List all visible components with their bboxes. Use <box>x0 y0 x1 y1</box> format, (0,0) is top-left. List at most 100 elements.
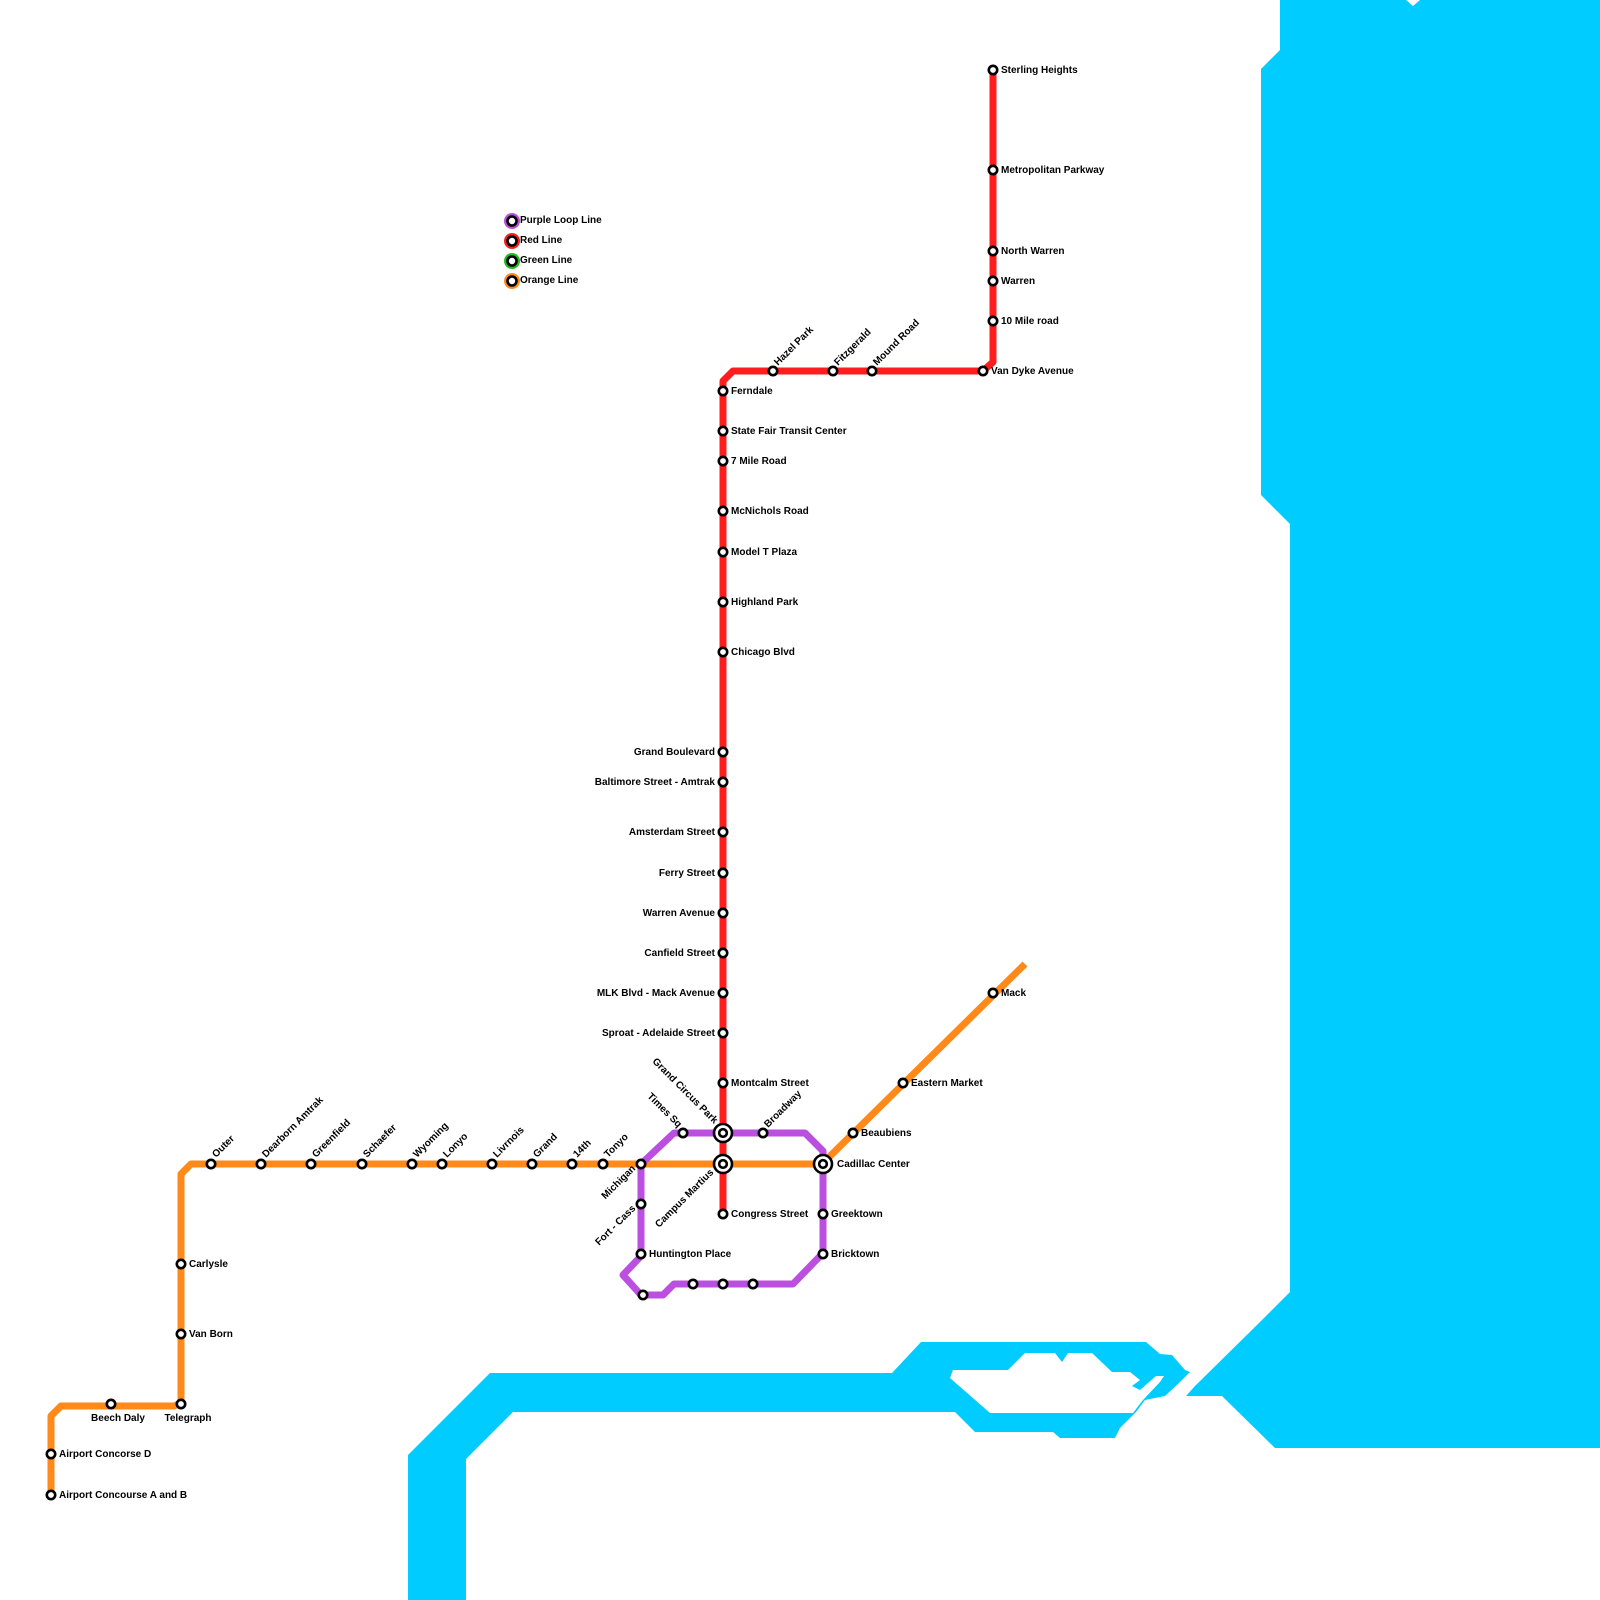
station-wyoming[interactable] <box>406 1158 418 1170</box>
legend-item-red: Red Line <box>504 233 563 249</box>
station-outer[interactable] <box>205 1158 217 1170</box>
interchange-cadillac-center[interactable] <box>812 1153 834 1175</box>
label-eastern-market: Eastern Market <box>911 1078 983 1089</box>
label-chicago-blvd: Chicago Blvd <box>731 647 795 658</box>
station-airport-concorse-d[interactable] <box>45 1448 57 1460</box>
station-beaubiens[interactable] <box>847 1127 859 1139</box>
station-michigan[interactable] <box>635 1158 647 1170</box>
station-broadway[interactable] <box>757 1127 769 1139</box>
label-sproat: Sproat - Adelaide Street <box>602 1028 716 1039</box>
label-ferry-street: Ferry Street <box>659 868 716 879</box>
station-metropolitan-parkway[interactable] <box>987 164 999 176</box>
label-fitzgerald: Fitzgerald <box>832 327 873 368</box>
station-warren-avenue[interactable] <box>717 907 729 919</box>
station-beech-daly[interactable] <box>105 1398 117 1410</box>
label-7-mile-road: 7 Mile Road <box>731 456 787 467</box>
station-highland-park[interactable] <box>717 596 729 608</box>
station-livrnois[interactable] <box>486 1158 498 1170</box>
station-loop-south-1[interactable] <box>747 1278 759 1290</box>
interchange-campus-martius[interactable] <box>712 1153 734 1175</box>
station-times-sq[interactable] <box>677 1127 689 1139</box>
red-line-route[interactable] <box>719 70 997 1215</box>
label-mcnichols-road: McNichols Road <box>731 506 809 517</box>
station-loop-south-2[interactable] <box>717 1278 729 1290</box>
legend-label: Purple Loop Line <box>520 215 602 226</box>
label-14th: 14th <box>571 1138 593 1160</box>
label-grand-circus-park: Grand Circus Park <box>650 1056 720 1126</box>
station-van-dyke-avenue[interactable] <box>977 365 989 377</box>
label-ferndale: Ferndale <box>731 386 773 397</box>
station-schaefer[interactable] <box>356 1158 368 1170</box>
station-north-warren[interactable] <box>987 245 999 257</box>
label-tonyo: Tonyo <box>602 1132 630 1160</box>
station-mound-road[interactable] <box>866 365 878 377</box>
label-warren-avenue: Warren Avenue <box>643 908 716 919</box>
label-van-born: Van Born <box>189 1329 233 1340</box>
station-van-born[interactable] <box>175 1328 187 1340</box>
station-model-t-plaza[interactable] <box>717 546 729 558</box>
station-carlysle[interactable] <box>175 1258 187 1270</box>
station-dearborn-amtrak[interactable] <box>255 1158 267 1170</box>
station-amsterdam-street[interactable] <box>717 826 729 838</box>
label-model-t-plaza: Model T Plaza <box>731 547 798 558</box>
legend-item-orange: Orange Line <box>504 273 579 289</box>
station-state-fair[interactable] <box>717 425 729 437</box>
purple-loop-route[interactable] <box>619 1129 827 1299</box>
label-state-fair: State Fair Transit Center <box>731 426 847 437</box>
label-van-dyke-avenue: Van Dyke Avenue <box>991 366 1074 377</box>
station-10-mile-road[interactable] <box>987 315 999 327</box>
label-bricktown: Bricktown <box>831 1249 879 1260</box>
legend-label: Orange Line <box>520 275 579 286</box>
station-telegraph[interactable] <box>175 1398 187 1410</box>
station-canfield-street[interactable] <box>717 947 729 959</box>
station-loop-south-3[interactable] <box>687 1278 699 1290</box>
station-tonyo[interactable] <box>597 1158 609 1170</box>
station-ferndale[interactable] <box>717 385 729 397</box>
station-grand-boulevard[interactable] <box>717 746 729 758</box>
station-loop-southwest[interactable] <box>637 1289 649 1301</box>
station-warren[interactable] <box>987 275 999 287</box>
river-island <box>950 1353 1164 1413</box>
station-mlk-blvd[interactable] <box>717 987 729 999</box>
interchange-grand-circus-park[interactable] <box>712 1122 734 1144</box>
station-mack[interactable] <box>987 987 999 999</box>
legend: Purple Loop Line Red Line Green Line Ora… <box>504 213 602 289</box>
station-sterling-heights[interactable] <box>987 64 999 76</box>
label-baltimore-street: Baltimore Street - Amtrak <box>595 777 716 788</box>
station-bricktown[interactable] <box>817 1248 829 1260</box>
station-chicago-blvd[interactable] <box>717 646 729 658</box>
station-fort-cass[interactable] <box>635 1198 647 1210</box>
label-cadillac-center: Cadillac Center <box>837 1159 910 1170</box>
label-grand: Grand <box>531 1132 560 1161</box>
station-mcnichols-road[interactable] <box>717 505 729 517</box>
station-grand[interactable] <box>526 1158 538 1170</box>
label-north-warren: North Warren <box>1001 246 1065 257</box>
station-lonyo[interactable] <box>436 1158 448 1170</box>
station-greenfield[interactable] <box>305 1158 317 1170</box>
station-baltimore-street[interactable] <box>717 776 729 788</box>
station-7-mile-road[interactable] <box>717 455 729 467</box>
station-montcalm-street[interactable] <box>717 1077 729 1089</box>
station-greektown[interactable] <box>817 1208 829 1220</box>
station-sproat[interactable] <box>717 1027 729 1039</box>
station-hazel-park[interactable] <box>767 365 779 377</box>
station-huntington-place[interactable] <box>635 1248 647 1260</box>
label-outer: Outer <box>210 1133 237 1160</box>
label-beaubiens: Beaubiens <box>861 1128 912 1139</box>
label-broadway: Broadway <box>762 1088 804 1130</box>
label-carlysle: Carlysle <box>189 1259 228 1270</box>
label-times-sq: Times Sq <box>645 1091 684 1130</box>
label-mack: Mack <box>1001 988 1026 999</box>
label-schaefer: Schaefer <box>361 1122 399 1160</box>
station-congress-street[interactable] <box>717 1208 729 1220</box>
water-bodies <box>408 0 1600 1600</box>
station-fitzgerald[interactable] <box>827 365 839 377</box>
station-labels: Sterling Heights Metropolitan Parkway No… <box>59 65 1105 1501</box>
station-airport-concourse-ab[interactable] <box>45 1489 57 1501</box>
station-ferry-street[interactable] <box>717 867 729 879</box>
station-eastern-market[interactable] <box>897 1077 909 1089</box>
legend-item-green: Green Line <box>504 253 573 269</box>
station-14th[interactable] <box>566 1158 578 1170</box>
legend-label: Red Line <box>520 235 563 246</box>
